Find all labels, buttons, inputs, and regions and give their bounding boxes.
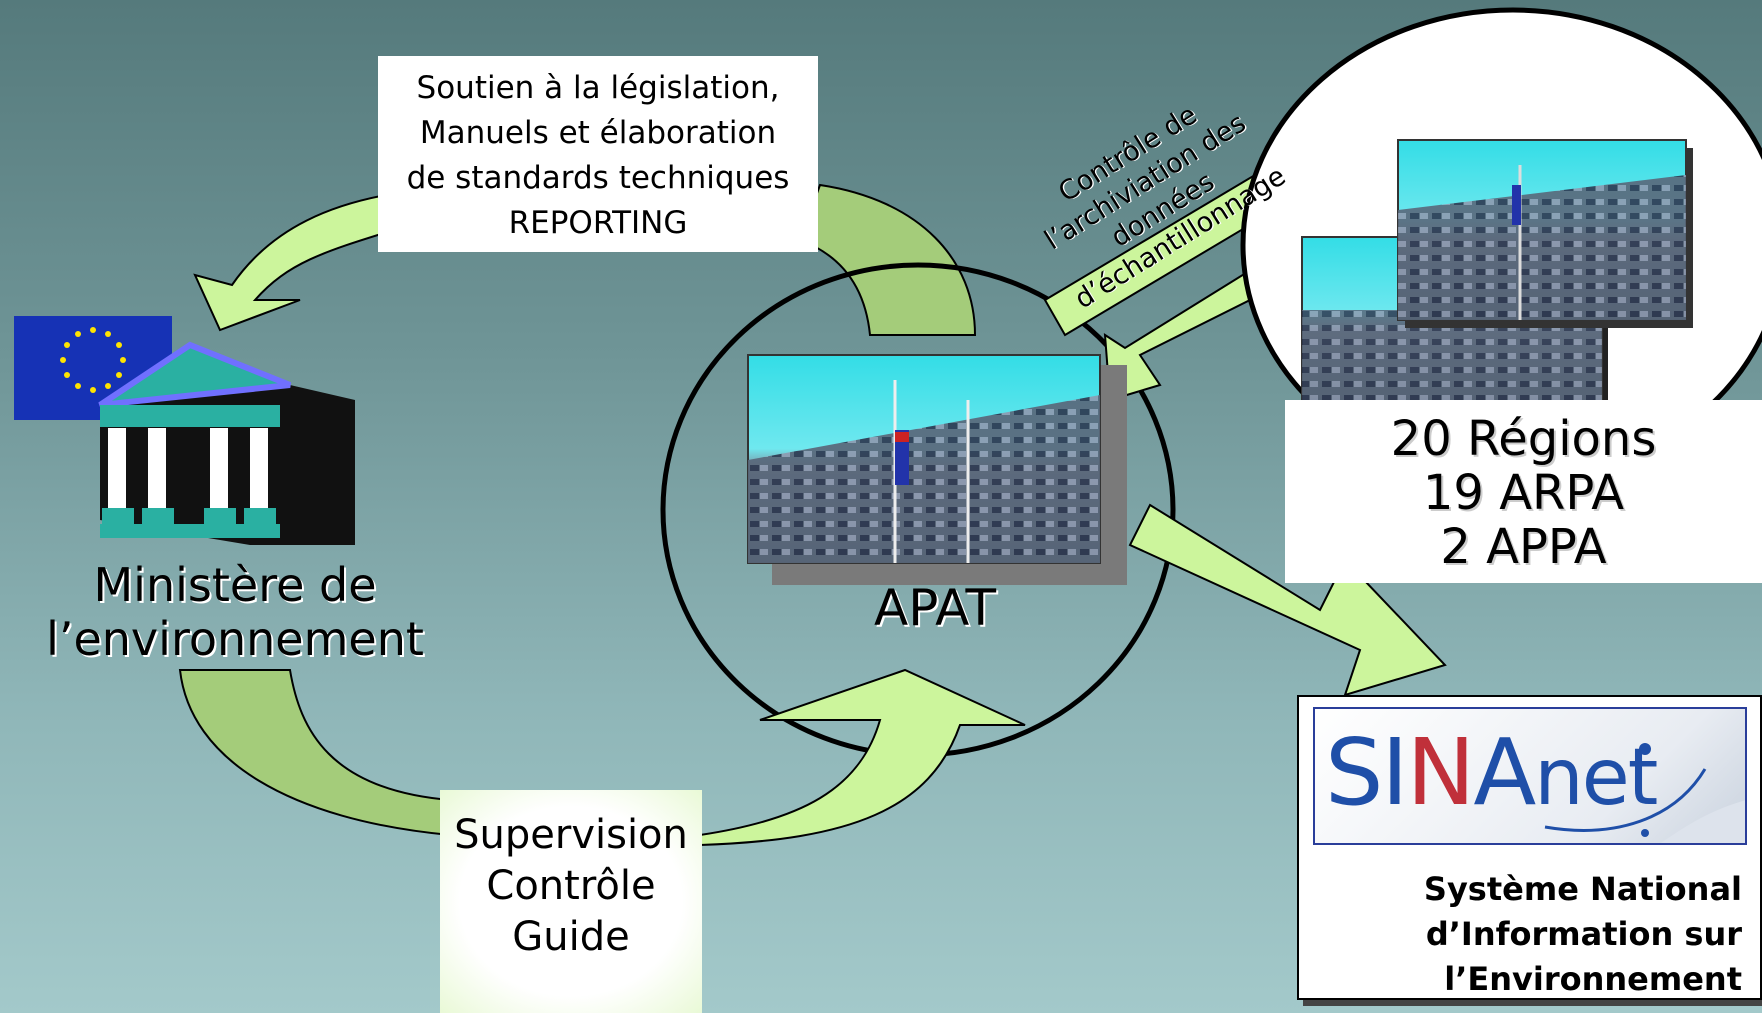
apat-building-photo [747,354,1127,585]
arrow-box-to-apat [798,183,977,336]
sinanet-caption-line-3: l’Environnement [1444,960,1742,998]
region-building-photo-front [1397,139,1693,328]
arrow-apat-to-sinanet [1128,503,1447,697]
top-label-line-1: Soutien à la législation, [416,70,780,106]
sinanet-swoosh-icon [1544,743,1745,843]
top-label-line-2: Manuels et élaboration [419,115,777,151]
sinanet-logo-a: A [1473,719,1536,826]
ministry-line-2: l’environnement [46,612,424,666]
arrow-ministry-to-supervision [178,669,451,837]
apat-label: APAT [873,579,997,637]
sinanet-logo-n: N [1406,719,1476,826]
top-label-line-3: de standards techniques [406,160,790,196]
sinanet-logo-si: SI [1325,719,1409,826]
ministry-line-1: Ministère de [93,558,377,612]
regions-line-3: 2 APPA [1440,519,1607,575]
regions-line-2: 19 ARPA [1422,465,1625,521]
supervision-line-1: Supervision [454,812,688,858]
top-label-box: Soutien à la législation, Manuels et éla… [378,56,818,252]
sinanet-caption-line-1: Système National [1423,870,1742,908]
sinanet-caption: Système National d’Information sur l’Env… [1424,867,1742,1002]
sinanet-logo: SINAnet [1313,707,1747,845]
regions-line-1: 20 Régions [1390,411,1657,467]
supervision-label-box: Supervision Contrôle Guide [440,790,702,1013]
supervision-line-2: Contrôle [486,863,656,909]
sinanet-panel: SINAnet Système National d’Information s… [1297,695,1762,1000]
top-label-line-4: REPORTING [508,205,688,241]
regions-label-box: 20 Régions 19 ARPA 2 APPA [1285,400,1762,583]
ministry-label: Ministère de l’environnement [20,558,450,666]
arrow-to-ministry [193,188,422,332]
supervision-line-3: Guide [512,914,630,960]
sinanet-caption-line-2: d’Information sur [1425,915,1742,953]
arrow-supervision-to-apat [699,668,1026,847]
ministry-building-icon [98,341,355,545]
sinanet-logo-net: net [1534,733,1658,823]
